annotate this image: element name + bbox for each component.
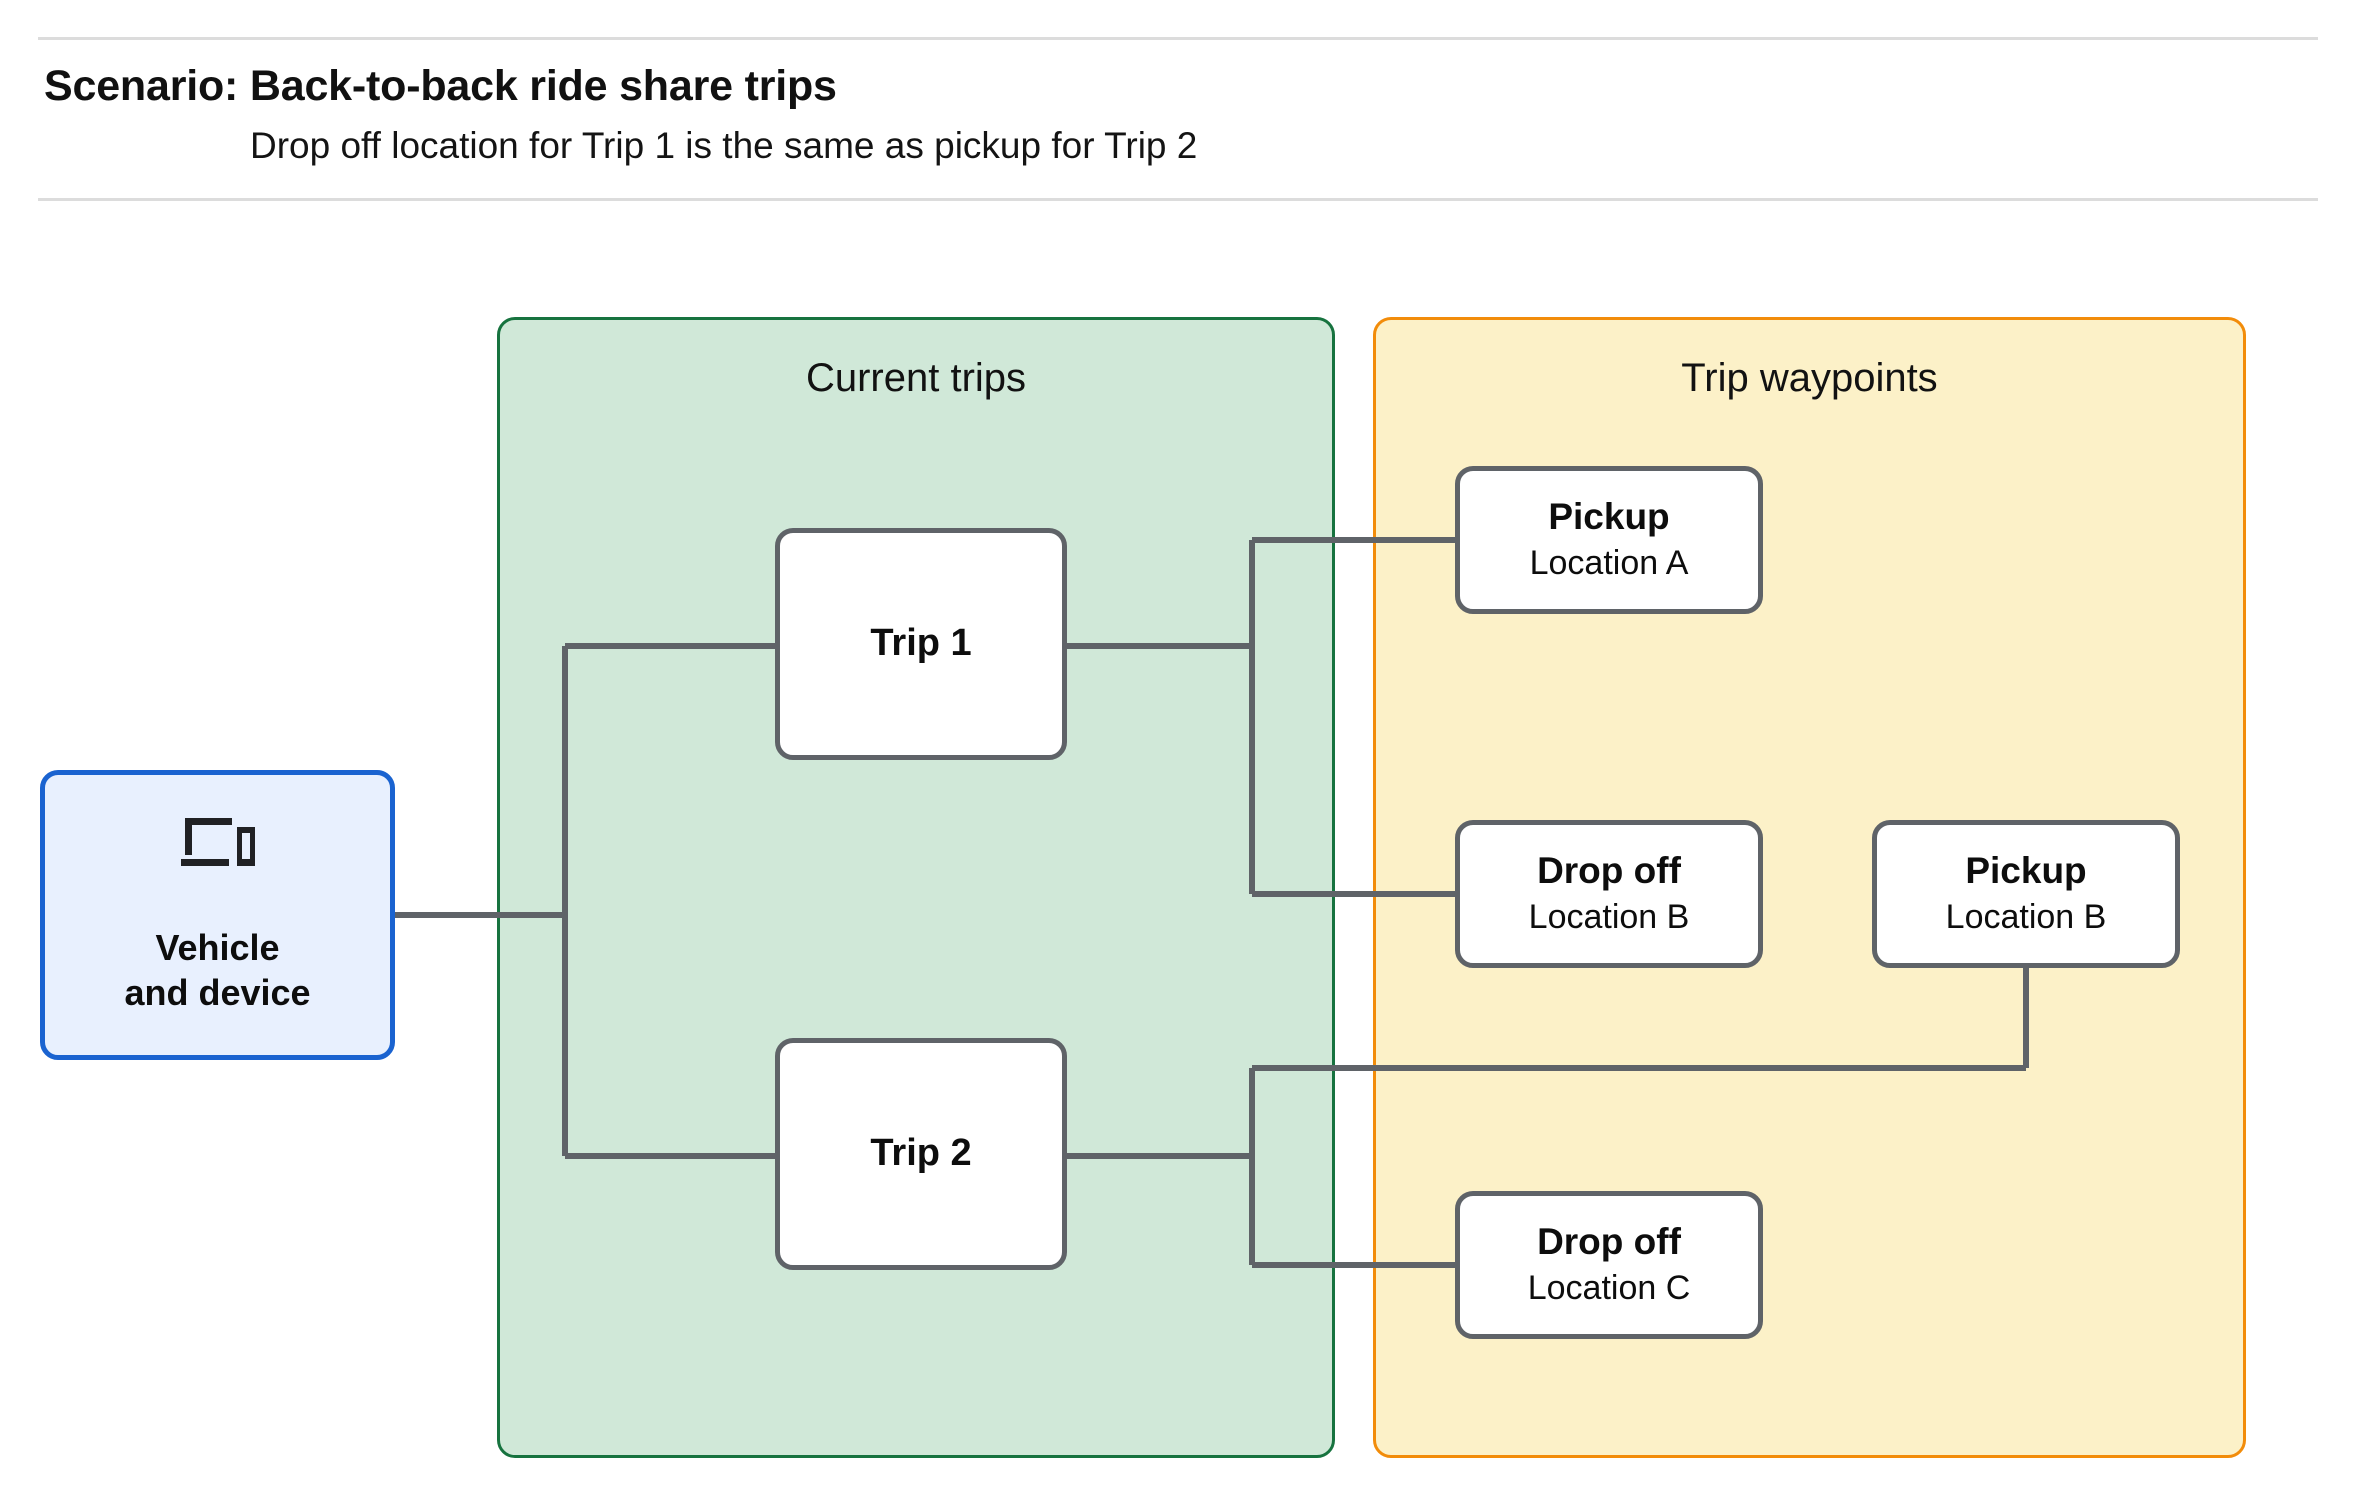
node-pickup-a[interactable]: Pickup Location A: [1455, 466, 1763, 614]
group-current-trips: Current trips: [497, 317, 1335, 1458]
node-trip-2-label: Trip 2: [870, 1132, 972, 1175]
node-vehicle-and-device[interactable]: Vehicle and device: [40, 770, 395, 1060]
node-pickup-b[interactable]: Pickup Location B: [1872, 820, 2180, 968]
node-dropoff-c-location: Location C: [1527, 1268, 1691, 1307]
header-divider-bottom: [38, 198, 2318, 201]
node-dropoff-b[interactable]: Drop off Location B: [1455, 820, 1763, 968]
page-subtitle: Drop off location for Trip 1 is the same…: [250, 125, 1198, 166]
node-vehicle-label: Vehicle and device: [124, 927, 311, 1013]
devices-icon: [180, 818, 255, 866]
node-trip-2[interactable]: Trip 2: [775, 1038, 1067, 1270]
group-current-trips-title: Current trips: [805, 356, 1027, 400]
node-trip-1[interactable]: Trip 1: [775, 528, 1067, 760]
node-dropoff-b-location: Location B: [1528, 897, 1690, 936]
node-pickup-a-title: Pickup: [1548, 496, 1670, 538]
node-pickup-b-title: Pickup: [1965, 850, 2087, 892]
node-pickup-a-location: Location A: [1529, 543, 1689, 582]
node-dropoff-c[interactable]: Drop off Location C: [1455, 1191, 1763, 1339]
node-dropoff-b-title: Drop off: [1537, 850, 1681, 892]
node-pickup-b-location: Location B: [1945, 897, 2107, 936]
group-trip-waypoints-title: Trip waypoints: [1681, 356, 1938, 400]
page-title: Scenario: Back-to-back ride share trips: [44, 62, 837, 110]
node-dropoff-c-title: Drop off: [1537, 1221, 1681, 1263]
header-divider-top: [38, 37, 2318, 40]
node-trip-1-label: Trip 1: [870, 622, 972, 665]
